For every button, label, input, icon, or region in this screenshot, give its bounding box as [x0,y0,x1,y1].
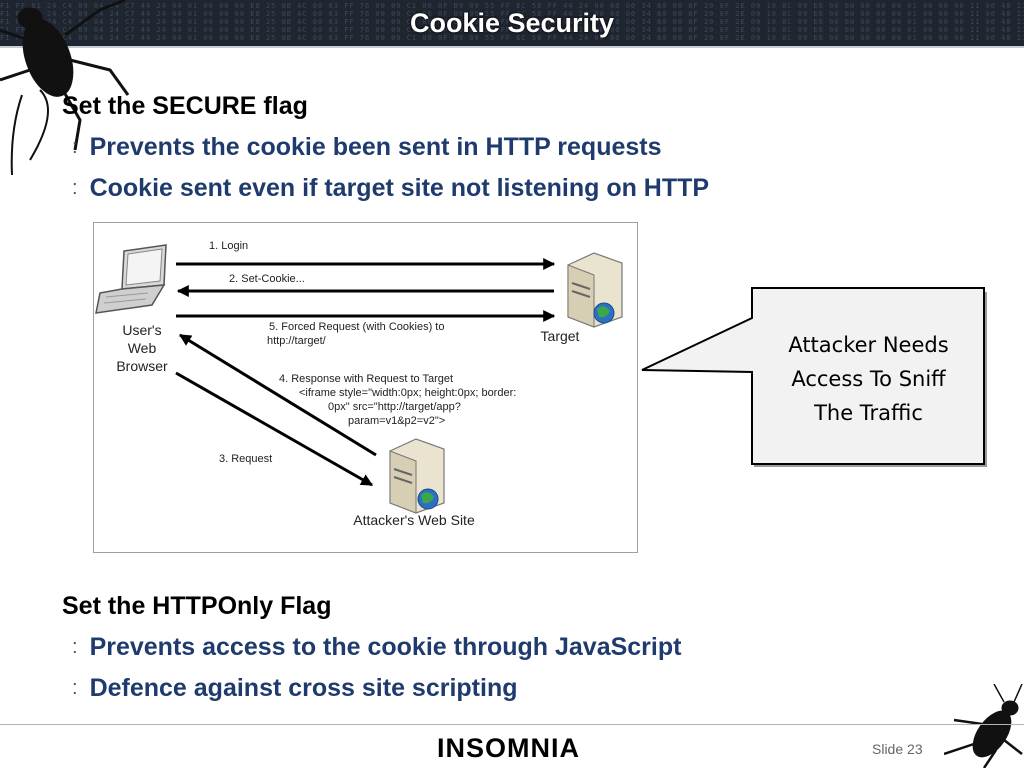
slide-number: Slide 23 [872,741,923,757]
cockroach-bottom-right-icon [944,684,1023,768]
step4-label-line3: 0px" src="http://target/app? [328,401,461,413]
step4-label-line2: <iframe style="width:0px; height:0px; bo… [299,387,516,399]
bullet-item: :Cookie sent even if target site not lis… [72,174,710,202]
title-bar: F1 FF 81 24 C4 89 04 24 C7 44 24 04 01 0… [0,0,1024,46]
target-server-icon [567,252,623,328]
attacker-server-icon [389,438,445,514]
browser-label-line1: User's [122,322,161,338]
attack-flow-diagram: User's Web Browser Target Attacker's Web… [93,222,638,553]
bullet-marker: : [72,136,78,158]
slide-title: Cookie Security [409,8,615,38]
bullet-item: :Prevents the cookie been sent in HTTP r… [72,133,662,161]
bullet-item: :Prevents access to the cookie through J… [72,633,682,661]
browser-label-line3: Browser [116,358,168,374]
callout-bubble [641,287,987,467]
cockroach-top-left-icon [0,0,130,176]
callout-text: Attacker Needs Access To Sniff The Traff… [788,333,949,425]
attacker-site-label: Attacker's Web Site [353,512,475,528]
hex-decoration: F1 FF 81 24 C4 89 04 24 C7 44 24 04 01 0… [0,2,1024,42]
target-label: Target [541,328,580,344]
section-heading-secure: Set the SECURE flag [62,92,308,120]
header-divider [0,46,1024,48]
step5-label-line1: 5. Forced Request (with Cookies) to [269,321,444,333]
step5-label-line2: http://target/ [267,335,327,347]
step1-label: 1. Login [209,240,248,252]
arrow-request [175,371,374,487]
bullet-marker: : [72,636,78,658]
step3-label: 3. Request [219,453,272,465]
arrow-response [178,333,377,457]
section-heading-httponly: Set the HTTPOnly Flag [62,592,332,620]
laptop-icon [95,244,167,314]
step4-label-line1: 4. Response with Request to Target [279,373,453,385]
step4-label-line4: param=v1&p2=v2"> [348,415,445,427]
bullet-marker: : [72,677,78,699]
footer-divider [0,724,1024,725]
bullet-marker: : [72,177,78,199]
insomnia-logo: INSOMNIA [437,733,580,763]
browser-label-line2: Web [128,340,157,356]
bullet-item: :Defence against cross site scripting [72,674,518,702]
step2-label: 2. Set-Cookie... [229,273,305,285]
